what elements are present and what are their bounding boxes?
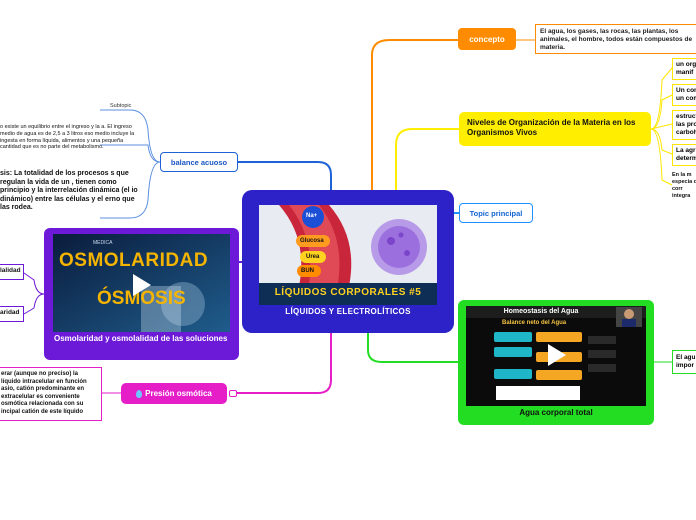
label-na: Na+ — [306, 213, 318, 219]
central-topic-image: Na+ Glucosa Urea BUN LÍQUIDOS CORPORALES… — [259, 205, 437, 305]
topic-principal-node[interactable]: Topic principal — [459, 203, 533, 223]
niveles-footnote: En la m especia de corr integra — [672, 172, 696, 199]
balance-note[interactable]: o existe un equilibrio entre el ingreso … — [0, 124, 135, 151]
presion-osmotica-label: Presión osmótica — [145, 389, 212, 398]
label-bun: BUN — [301, 268, 314, 274]
balance-acuoso-node[interactable]: balance acuoso — [160, 152, 238, 172]
label-glucosa: Glucosa — [300, 238, 324, 244]
niveles-item-4[interactable]: La agr determ — [672, 144, 696, 166]
play-icon[interactable] — [133, 274, 151, 296]
osmolaridad-video[interactable]: MEDICA OSMOLARIDAD ÓSMOSIS — [53, 234, 230, 332]
balance-subtopic[interactable]: Subtopic — [110, 103, 132, 109]
osmolaridad-image-small-text: MEDICA — [93, 240, 113, 246]
droplet-icon — [136, 389, 143, 398]
osmolaridad-child-2[interactable]: aridad — [0, 306, 24, 322]
agua-corporal-label: Agua corporal total — [519, 408, 593, 417]
presion-osmotica-text[interactable]: erar (aunque no preciso) la líquido intr… — [0, 367, 102, 421]
niveles-item-1[interactable]: un orga manif — [672, 58, 696, 80]
central-topic-title: LÍQUIDOS Y ELECTROLÍTICOS — [285, 307, 411, 316]
presion-osmotica-node[interactable]: Presión osmótica — [121, 383, 227, 404]
agua-corporal-video[interactable]: Homeostasis del Agua Balance neto del Ag… — [466, 306, 646, 406]
osmolaridad-label: Osmolaridad y osmolalidad de las solucio… — [54, 334, 228, 343]
niveles-item-3[interactable]: estruct las pro carboh — [672, 110, 696, 140]
osmolaridad-image-word-2: ÓSMOSIS — [97, 288, 186, 309]
label-urea: Urea — [306, 254, 320, 260]
concepto-definition[interactable]: El agua, los gases, las rocas, las plant… — [535, 24, 696, 54]
niveles-node[interactable]: Niveles de Organización de la Materia en… — [459, 112, 651, 146]
play-icon[interactable] — [548, 344, 566, 366]
osmolaridad-child-1[interactable]: lalidad — [0, 264, 24, 280]
video-subtitle: Balance neto del Agua — [502, 320, 567, 326]
central-image-caption: LÍQUIDOS CORPORALES #5 — [274, 287, 422, 298]
osmolaridad-image-word-1: OSMOLARIDAD — [59, 250, 209, 271]
agua-corporal-side-note[interactable]: El agu impor — [672, 350, 696, 374]
notes-icon[interactable] — [229, 390, 237, 397]
video-title: Homeostasis del Agua — [503, 308, 579, 315]
concepto-node[interactable]: concepto — [458, 28, 516, 50]
blood-vessel-illustration — [259, 205, 437, 305]
balance-definition[interactable]: sis: La totalidad de los procesos s que … — [0, 170, 138, 211]
niveles-item-2[interactable]: Un com un com — [672, 84, 696, 106]
